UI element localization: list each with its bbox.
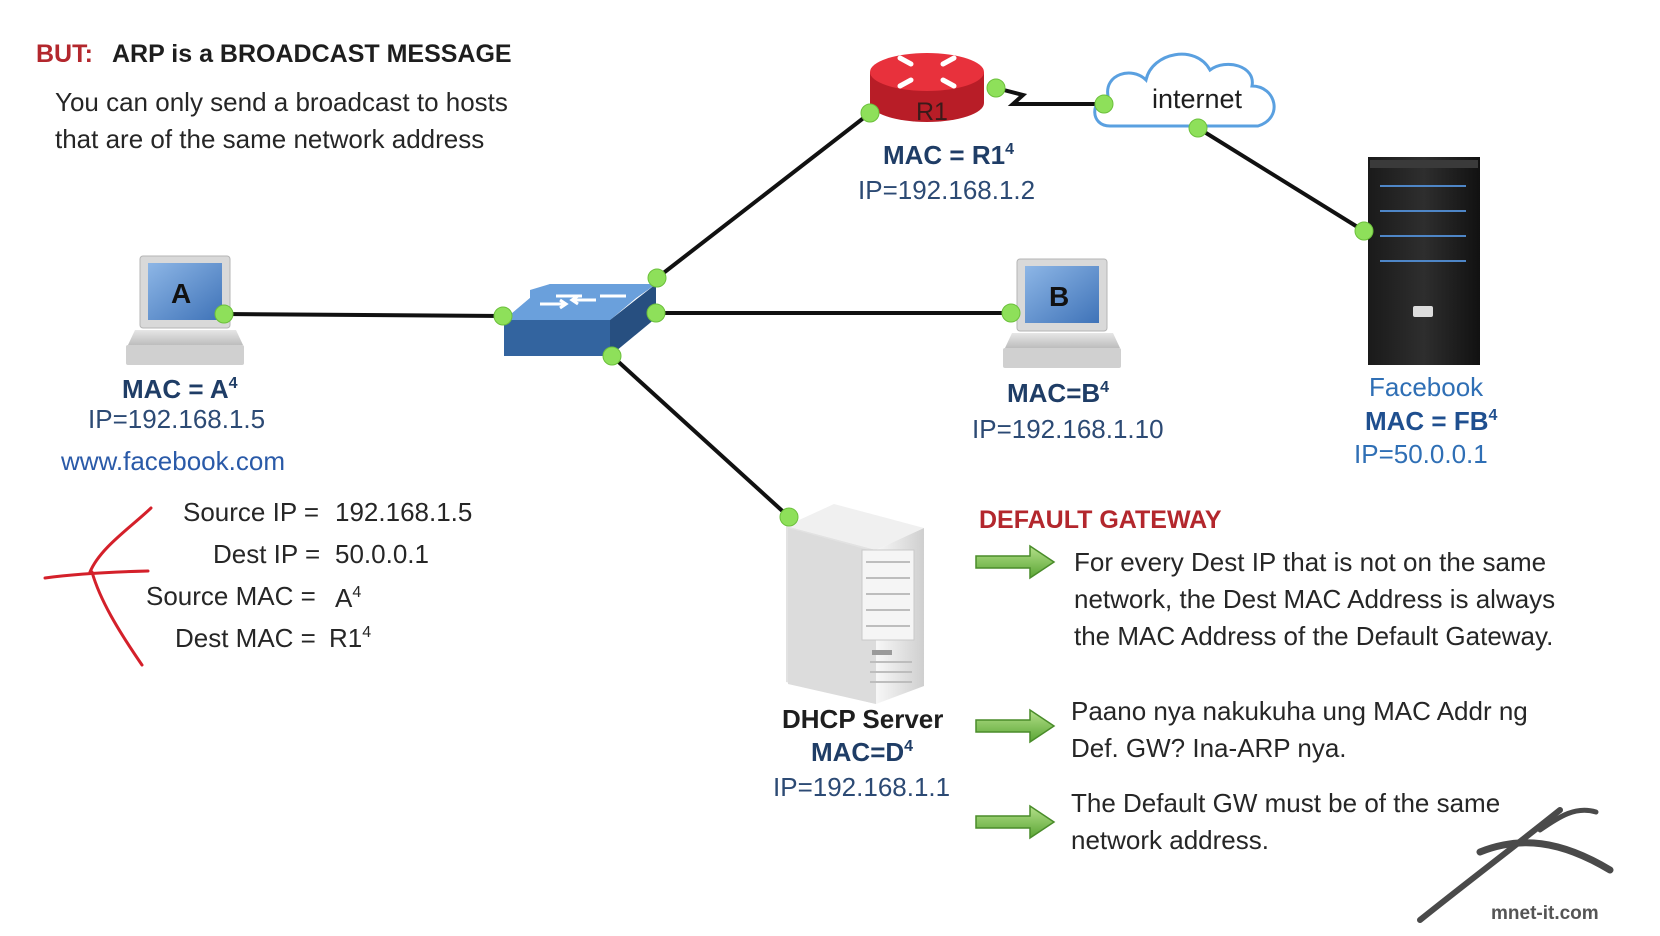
source-mac-label: Source MAC = xyxy=(146,581,316,611)
source-ip-value: 192.168.1.5 xyxy=(335,497,473,527)
dhcp-server-icon xyxy=(786,504,924,704)
gateway-point-1: For every Dest IP that is not on the sam… xyxy=(1074,547,1556,651)
host-b-label: B xyxy=(1049,281,1070,312)
node-switch-left xyxy=(493,306,513,326)
link-switch-r1 xyxy=(655,111,872,280)
node-internet-bottom xyxy=(1188,118,1208,138)
laptop-b-icon xyxy=(1003,258,1121,368)
host-a-ip-label: IP=192.168.1.5 xyxy=(88,404,266,434)
router-r1-icon xyxy=(870,53,984,122)
node-switch-right xyxy=(646,303,666,323)
dest-ip-value: 50.0.0.1 xyxy=(335,539,429,569)
link-internet-facebook xyxy=(1196,126,1366,233)
source-ip-label: Source IP = xyxy=(183,497,320,527)
header-line-1: You can only send a broadcast to hosts xyxy=(55,87,508,117)
mnet-it-logo-mark xyxy=(1417,807,1614,923)
connection-nodes xyxy=(214,78,1374,527)
green-arrow-icon xyxy=(975,804,1056,840)
dhcp-server-label: DHCP Server xyxy=(782,704,944,734)
link-a-switch xyxy=(223,312,504,318)
dhcp-mac-label: MAC=D4 xyxy=(811,737,914,767)
node-r1-left xyxy=(860,103,880,123)
host-a-label: A xyxy=(171,278,192,309)
dest-mac-value: R14 xyxy=(329,623,372,653)
host-a-mac-label: MAC = A4 xyxy=(122,374,238,404)
gateway-point-3: The Default GW must be of the same netwo… xyxy=(1071,788,1501,855)
host-b-mac-label: MAC=B4 xyxy=(1007,378,1110,408)
r1-ip-label: IP=192.168.1.2 xyxy=(858,175,1036,205)
node-r1-right xyxy=(986,78,1006,98)
header-line-2: that are of the same network address xyxy=(55,124,485,154)
facebook-mac-label: MAC = FB4 xyxy=(1365,406,1498,436)
host-a-url: www.facebook.com xyxy=(61,446,285,476)
dest-mac-label: Dest MAC = xyxy=(175,623,316,653)
laptop-a-icon xyxy=(126,255,244,365)
green-arrow-icon xyxy=(975,544,1056,580)
facebook-label: Facebook xyxy=(1369,372,1484,402)
mnet-it-logo-text: mnet-it.com xyxy=(1491,903,1599,924)
switch-icon xyxy=(504,284,656,356)
bullet-arrows xyxy=(975,544,1056,840)
node-switch-bottom xyxy=(602,346,622,366)
gateway-point-2: Paano nya nakukuha ung MAC Addr ng Def. … xyxy=(1071,696,1528,763)
default-gateway-title: DEFAULT GATEWAY xyxy=(979,506,1222,534)
r1-mac-label: MAC = R14 xyxy=(883,140,1014,170)
link-r1-internet xyxy=(995,86,1104,106)
source-mac-value: A4 xyxy=(335,583,362,613)
dest-ip-label: Dest IP = xyxy=(213,539,321,569)
node-internet-left xyxy=(1094,94,1114,114)
node-switch-top xyxy=(647,268,667,288)
network-links xyxy=(223,86,1366,519)
link-switch-dhcp xyxy=(610,354,791,519)
facebook-server-icon xyxy=(1368,157,1480,365)
green-arrow-icon xyxy=(975,708,1056,744)
dhcp-ip-label: IP=192.168.1.1 xyxy=(773,772,951,802)
facebook-ip-label: IP=50.0.0.1 xyxy=(1354,439,1488,469)
arp-heading: ARP is a BROADCAST MESSAGE xyxy=(112,40,512,68)
node-dhcp xyxy=(779,507,799,527)
host-b-ip-label: IP=192.168.1.10 xyxy=(972,414,1164,444)
internet-label: internet xyxy=(1152,84,1243,114)
node-facebook xyxy=(1354,221,1374,241)
node-a xyxy=(214,304,234,324)
router-r1-label: R1 xyxy=(916,98,948,126)
but-label: BUT: xyxy=(36,40,93,68)
node-b xyxy=(1001,303,1021,323)
handwritten-red-mark xyxy=(43,506,153,667)
